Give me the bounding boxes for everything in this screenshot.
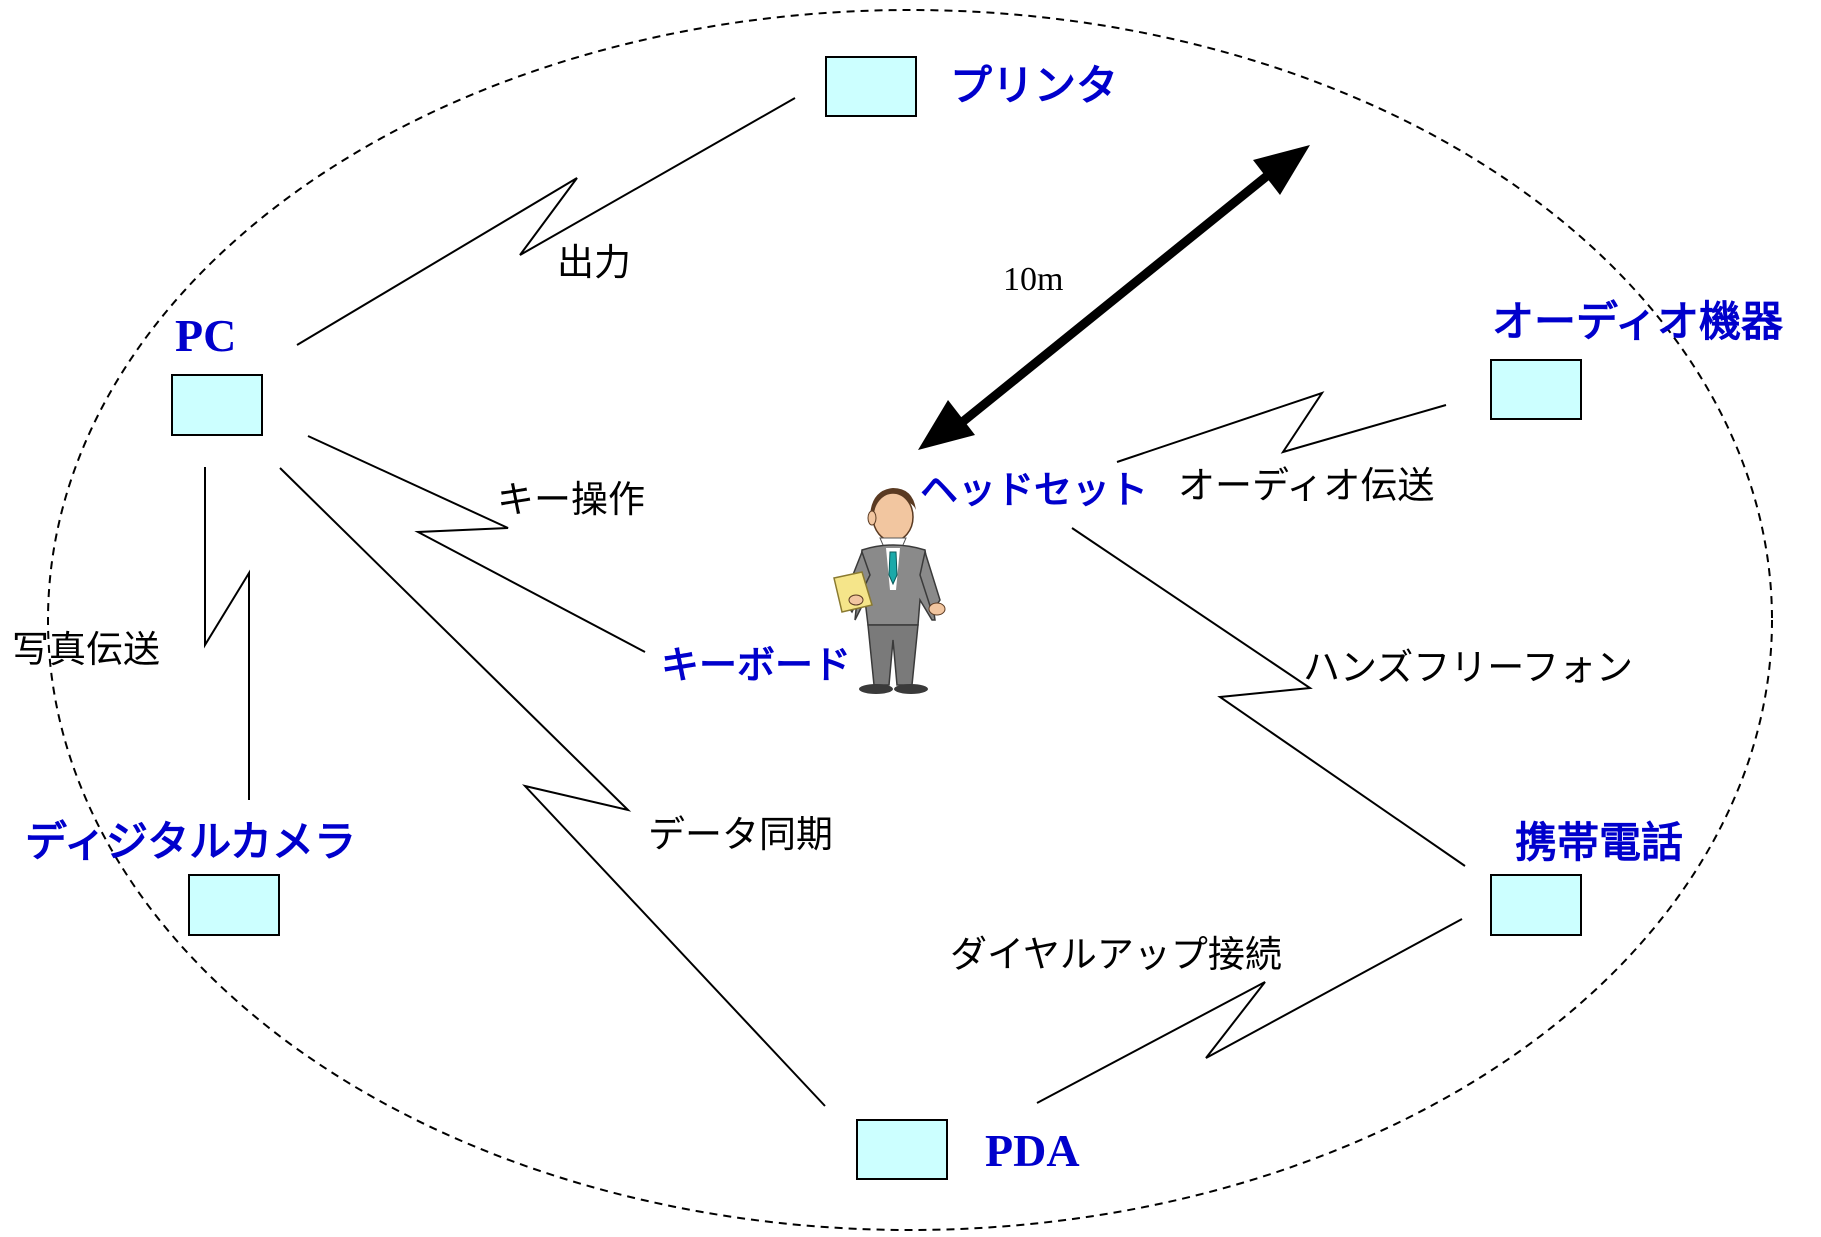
link-label-pc-camera: 写真伝送	[12, 629, 160, 670]
link-label-pc-pda: データ同期	[648, 814, 833, 855]
link-pc-pda	[279, 467, 826, 1107]
pc-box	[171, 374, 263, 436]
pda-box	[856, 1119, 948, 1180]
businessman-with-folder-icon	[833, 488, 946, 694]
link-pda-phone	[1036, 918, 1463, 1104]
link-headset-phone	[1071, 527, 1466, 867]
audio-label: オーディオ機器	[1492, 298, 1784, 345]
range-ellipse	[47, 9, 1773, 1231]
double-headed-arrow-icon	[918, 145, 1310, 450]
range-label: 10m	[1003, 261, 1063, 298]
link-label-pc-keyboard: キー操作	[497, 479, 645, 520]
link-headset-audio	[1116, 391, 1447, 463]
pda-label: PDA	[985, 1125, 1080, 1176]
camera-box	[188, 874, 280, 936]
link-label-headset-phone: ハンズフリーフォン	[1303, 647, 1633, 688]
link-pc-keyboard	[307, 435, 646, 653]
link-pc-printer	[296, 97, 796, 346]
pc-label: PC	[175, 310, 236, 361]
camera-label: ディジタルカメラ	[25, 818, 356, 865]
printer-box	[825, 56, 917, 117]
link-label-pda-phone: ダイヤルアップ接続	[950, 934, 1282, 975]
link-label-pc-printer: 出力	[557, 242, 631, 283]
audio-box	[1490, 359, 1582, 420]
phone-label: 携帯電話	[1515, 819, 1683, 866]
printer-label: プリンタ	[950, 62, 1118, 109]
headset-label: ヘッドセット	[920, 470, 1148, 512]
phone-box	[1490, 874, 1582, 936]
keyboard-label: キーボード	[661, 645, 851, 687]
link-pc-camera	[204, 467, 250, 800]
link-label-headset-audio: オーディオ伝送	[1178, 465, 1434, 506]
